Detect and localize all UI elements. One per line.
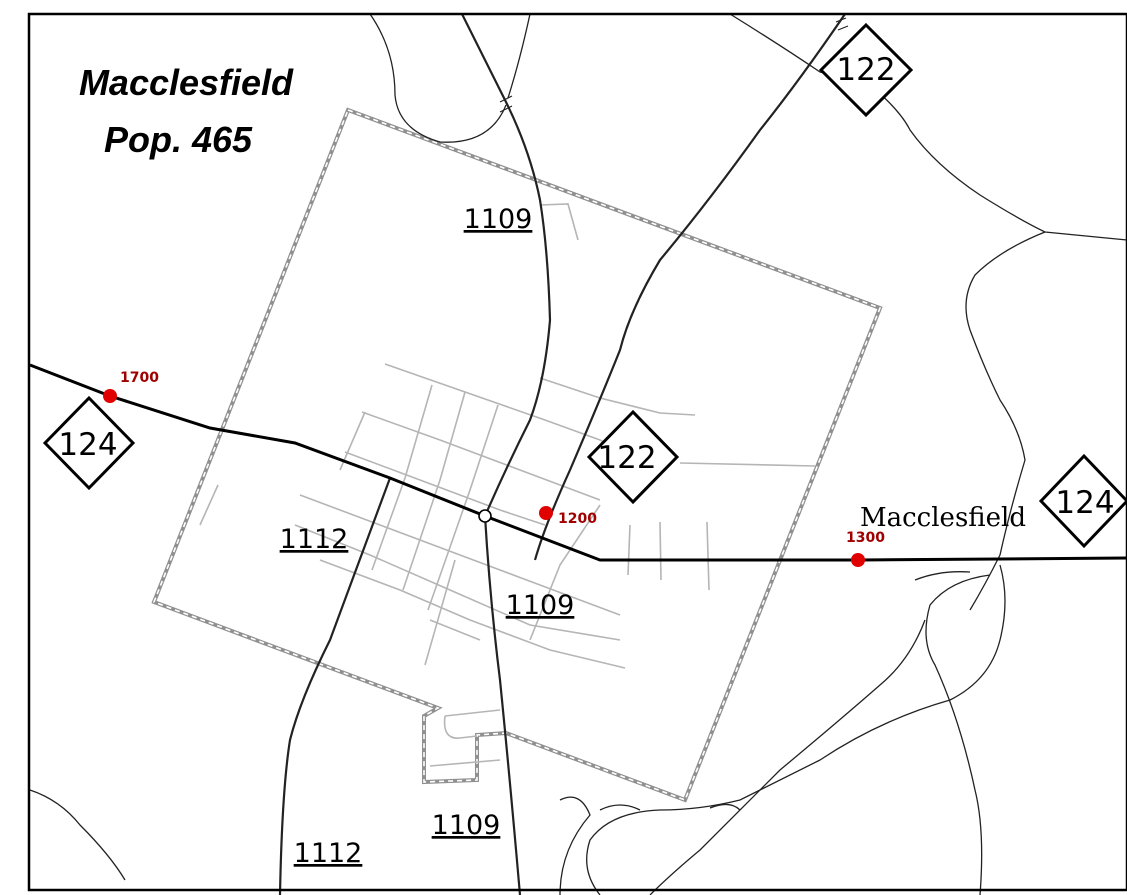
milepost-1300: 1300: [846, 530, 885, 567]
route-label-1109-center: 1109: [506, 590, 575, 621]
shield-number: 124: [1055, 485, 1114, 521]
shield-number: 124: [58, 427, 117, 463]
road-crossings: [499, 17, 849, 113]
milepost-label: 1300: [846, 530, 885, 546]
route-shield-124-west: 124: [42, 395, 136, 491]
route-label-1112-west: 1112: [280, 524, 349, 555]
route-shield-122-north: 122: [818, 22, 914, 118]
shield-number: 122: [597, 440, 656, 476]
milepost-dot: [103, 389, 117, 403]
route-label-1112-south: 1112: [294, 838, 363, 869]
route-label-1109-south: 1109: [432, 810, 501, 841]
shield-number: 122: [836, 52, 895, 88]
town-boundary: [151, 107, 883, 803]
secondary-roads: [278, 13, 846, 895]
town-streets: [199, 203, 816, 767]
route-shield-122-center: 122: [586, 409, 680, 505]
map-frame: [27, 12, 1127, 892]
route-shield-124-east: 124: [1038, 453, 1127, 549]
highway-124: [29, 363, 1127, 562]
route-label-1109-north: 1109: [464, 204, 533, 235]
rural-roads: [29, 13, 1127, 895]
milepost-1200: 1200: [539, 506, 597, 527]
milepost-dot: [851, 553, 865, 567]
milepost-label: 1200: [558, 511, 597, 527]
town-center-intersection: [478, 509, 492, 523]
milepost-label: 1700: [120, 370, 159, 386]
milepost-1700: 1700: [103, 370, 159, 403]
milepost-dot: [539, 506, 553, 520]
map-title: Macclesfield: [79, 62, 294, 103]
map-population: Pop. 465: [104, 119, 253, 160]
town-label: Macclesfield: [860, 503, 1026, 533]
